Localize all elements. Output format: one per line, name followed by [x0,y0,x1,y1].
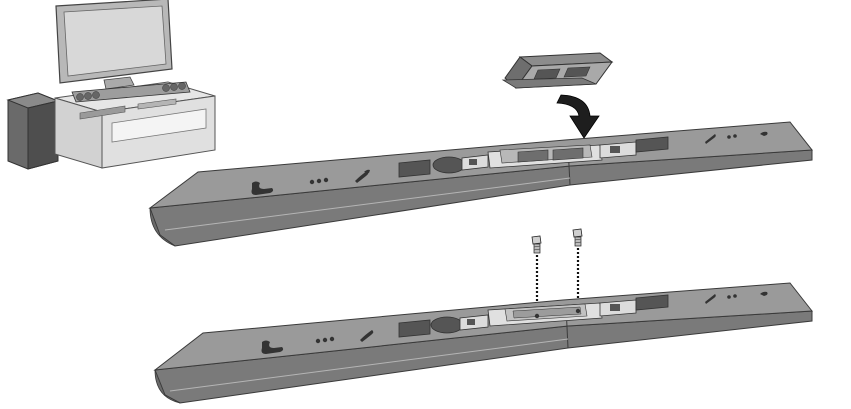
curved-arrow-down-icon [556,94,600,139]
bar1-right-marks [705,131,768,144]
speaker-bar-small [71,81,191,103]
tv [55,0,173,90]
mounting-bracket-icon [501,52,614,89]
tv-speaker-subwoofer-icon [6,0,216,170]
bar2-right-marks [705,291,768,304]
soundbar-step-2 [153,282,813,404]
screw-left [531,235,542,320]
bar1-left-marks [251,169,370,195]
subwoofer [6,92,60,170]
bar2-left-marks [261,330,374,354]
bracket-mounted [487,144,603,169]
soundbar-step-1 [148,121,813,247]
bracket-fastened [487,302,603,327]
